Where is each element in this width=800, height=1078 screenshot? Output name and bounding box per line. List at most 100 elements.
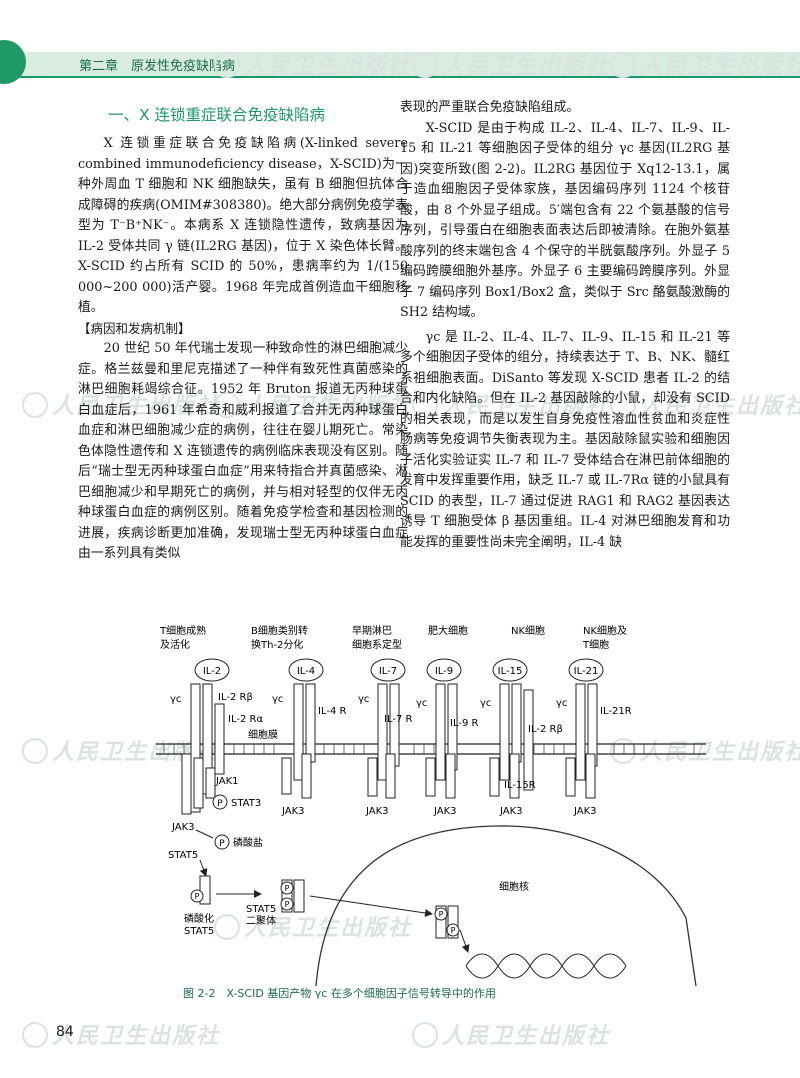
continued-paragraph: 表现的严重联合免疫缺陷组成。 (400, 100, 580, 115)
watermark-text: 人民卫生出版社 (442, 1023, 611, 1049)
jak3-label: JAK3 (171, 822, 195, 833)
jak3-label: JAK3 (365, 806, 389, 817)
phospho-label: P (285, 900, 290, 909)
watermark-logo-icon (214, 52, 240, 78)
watermark-logo-icon (610, 738, 636, 764)
page-number: 84 (56, 1024, 74, 1040)
membrane-label: 细胞膜 (248, 728, 278, 741)
phospho-label: P (451, 926, 456, 935)
group-label-early-lymphoid: 早期淋巴 (352, 624, 392, 637)
cytokine-il21-ligand (568, 658, 604, 682)
il21-receptor (565, 683, 598, 799)
il7-receptor (367, 683, 400, 799)
watermark-logo-icon (412, 392, 438, 418)
group-label-nk-cell: NK细胞 (511, 624, 545, 637)
watermark-logo-icon (610, 52, 636, 78)
receptor-label: IL-4 R (318, 706, 346, 717)
receptor-label: IL-7 R (384, 714, 412, 725)
membrane-lipids (163, 744, 695, 754)
watermark-text: 人民卫生出版社 (640, 739, 800, 765)
jak3-label: JAK3 (281, 806, 305, 817)
il15-receptor (489, 683, 534, 799)
watermark-logo-icon (412, 52, 438, 78)
watermark-logo-icon (22, 738, 48, 764)
phospho-icon (212, 794, 228, 810)
cytokine-label: IL-2 (203, 666, 221, 677)
watermark-logo-icon (214, 392, 240, 418)
jak3-label: JAK3 (499, 806, 523, 817)
figure-2-2: 细胞核 细胞膜 T细胞成熟 及活化 B细胞类别转 换Th-2分化 早期淋巴 细胞… (96, 618, 716, 998)
group-label-nk-t-cell: T细胞 (582, 638, 609, 651)
nucleus-envelope (315, 825, 697, 987)
stat5-label: STAT5 (168, 850, 198, 861)
signaling-diagram: 细胞核 细胞膜 T细胞成熟 及活化 B细胞类别转 换Th-2分化 早期淋巴 细胞… (156, 624, 706, 987)
phospho-label: P (195, 892, 200, 901)
jak1-label: JAK1 (215, 776, 239, 787)
header-band (0, 52, 800, 76)
watermark-text: 人民卫生出版社 (244, 53, 413, 79)
figure-caption: 图 2-2 X-SCID 基因产物 γc 在多个细胞因子信号转导中的作用 (183, 987, 496, 1000)
watermark-text: 人民卫生出版社 (640, 393, 800, 419)
watermark-text: 人民卫生出版社 (52, 393, 221, 419)
receptor-label: IL-9 R (450, 718, 478, 729)
receptor-label: IL-15R (504, 780, 536, 791)
phospho-stat5 (190, 875, 211, 905)
stat5-dimer-label: 二聚体 (246, 915, 276, 927)
sub-heading: 【病因和发病机制】 (78, 320, 191, 336)
phospho-icon (214, 834, 230, 850)
phospho-label: P (217, 799, 223, 809)
right-column: 表现的严重联合免疫缺陷组成。 X-SCID 是由于构成 IL-2、IL-4、IL… (400, 98, 730, 553)
section-title: 一、X 连锁重症联合免疫缺陷病 (108, 106, 326, 124)
dna-helix-strand (465, 953, 627, 979)
watermark-text: 人民卫生出版社 (52, 1023, 221, 1049)
gamma-c-label: γc (170, 694, 181, 705)
gamma-c-label: γc (556, 698, 567, 709)
etiology-paragraph: 20 世纪 50 年代瑞士发现一种致命性的淋巴细胞减少症。格兰兹曼和里尼克描述了… (78, 341, 408, 561)
group-label-early-lymphoid: 细胞系定型 (352, 638, 402, 651)
watermark-logo-icon (22, 392, 48, 418)
phosphate-connector (195, 829, 214, 839)
header-rule (0, 76, 800, 78)
intro-paragraph: X 连锁重症联合免疫缺陷病(X-linked severe combined i… (78, 136, 408, 315)
nucleus-label: 细胞核 (499, 880, 529, 893)
group-label-nk-t-cell: NK细胞及 (583, 624, 627, 637)
phospho-label: P (219, 839, 225, 849)
group-label-b-cell: B细胞类别转 (251, 624, 308, 637)
watermark-logo-icon (412, 1022, 438, 1048)
stat5-dimer (280, 879, 305, 913)
receptor-label: IL-2 Rβ (218, 692, 253, 703)
receptor-label: IL-2 Rβ (528, 724, 563, 735)
cytokine-label: IL-4 (297, 666, 315, 677)
jak3-label: JAK3 (433, 806, 457, 817)
phosphate-label: 磷酸盐 (233, 836, 263, 849)
il9-receptor (425, 683, 458, 799)
cytokine-label: IL-7 (379, 666, 397, 677)
phospho-stat5-label: STAT5 (184, 926, 214, 937)
gamma-c-label: γc (358, 694, 369, 705)
jak3-label: JAK3 (573, 806, 597, 817)
group-label-t-cell: T细胞成熟 (159, 624, 206, 637)
cytokine-label: IL-9 (435, 666, 453, 677)
cytokine-il2-ligand (194, 658, 230, 682)
watermark-text: 人民卫生出版社 (442, 393, 611, 419)
gamma-c-label: γc (416, 698, 427, 709)
cytokine-il7-ligand (370, 658, 406, 682)
watermark-logo-icon (214, 914, 240, 940)
phospho-stat5-label: 磷酸化 (184, 912, 214, 925)
gamma-c-label: γc (480, 698, 491, 709)
il4-receptor (281, 683, 316, 799)
dna-helix-strand (465, 953, 627, 979)
arrow-to-phospho-stat5 (199, 859, 208, 877)
arrow-to-dna (459, 929, 470, 953)
gamma-c-paragraph: γc 是 IL-2、IL-4、IL-7、IL-9、IL-15 和 IL-21 等… (400, 329, 730, 550)
gene-paragraph: X-SCID 是由于构成 IL-2、IL-4、IL-7、IL-9、IL-15 和… (400, 120, 730, 321)
gamma-c-label: γc (272, 694, 283, 705)
cytokine-il4-ligand (288, 658, 324, 682)
phospho-label: P (439, 910, 444, 919)
receptor-label: IL-2 Rα (228, 714, 263, 725)
group-label-mast-cell: 肥大细胞 (428, 624, 468, 637)
stat5-dimer-label: STAT5 (246, 904, 276, 915)
receptor-label: IL-21R (600, 706, 632, 717)
arrow-to-nucleus (309, 895, 433, 917)
cytokine-label: IL-21 (574, 666, 599, 677)
